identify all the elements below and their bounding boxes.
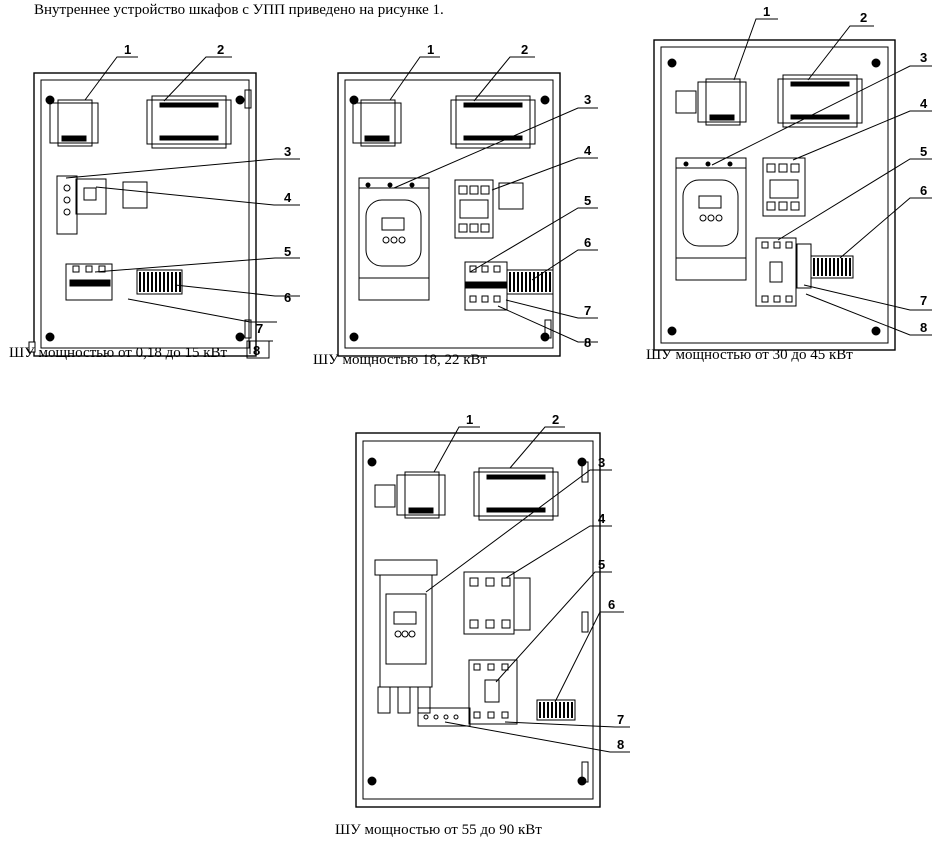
callout-4: 4 [598, 511, 606, 526]
component-relay-module [473, 467, 559, 521]
component-box [498, 182, 524, 210]
component-breaker [468, 659, 518, 725]
callout-4: 4 [584, 143, 592, 158]
callout-8: 8 [584, 335, 591, 350]
component-controller [49, 99, 99, 147]
component-breaker [755, 237, 812, 307]
callout-7: 7 [617, 712, 624, 727]
callout-4: 4 [284, 190, 292, 205]
component-terminal-block [506, 269, 554, 295]
callout-5: 5 [284, 244, 291, 259]
callout-3: 3 [920, 50, 927, 65]
caption-cabinet-a: ШУ мощностью от 0,18 до 15 кВт [9, 345, 228, 361]
callout-6: 6 [920, 183, 927, 198]
callout-1: 1 [763, 4, 770, 19]
callout-3: 3 [584, 92, 591, 107]
component-soft-starter [358, 177, 430, 301]
callout-1: 1 [427, 42, 434, 57]
callout-6: 6 [584, 235, 591, 250]
callout-6: 6 [608, 597, 615, 612]
callout-3: 3 [284, 144, 291, 159]
callout-1: 1 [124, 42, 131, 57]
component-terminal-block [136, 269, 183, 295]
component-busbar [417, 707, 471, 727]
callout-5: 5 [584, 193, 591, 208]
cabinet-d: 1 2 3 4 5 6 7 8 [355, 412, 630, 808]
callout-5: 5 [920, 144, 927, 159]
callout-4: 4 [920, 96, 928, 111]
callout-7: 7 [920, 293, 927, 308]
callout-2: 2 [217, 42, 224, 57]
component-soft-starter [374, 559, 438, 714]
callout-5: 5 [598, 557, 605, 572]
callout-7: 7 [584, 303, 591, 318]
component-soft-starter [675, 157, 747, 281]
intro-text: Внутреннее устройство шкафов с УПП приве… [34, 2, 444, 18]
component-controller [675, 78, 747, 126]
callout-2: 2 [521, 42, 528, 57]
component-relay-module [450, 95, 536, 149]
component-relay-module [777, 74, 863, 128]
callout-3: 3 [598, 455, 605, 470]
component-controller [352, 99, 402, 147]
callout-8: 8 [920, 320, 927, 335]
component-terminal-block [536, 699, 576, 721]
component-terminal-block [810, 255, 854, 279]
component-breaker [464, 261, 508, 311]
caption-cabinet-b: ШУ мощностью 18, 22 кВт [313, 352, 488, 368]
cabinet-a: 1 2 3 4 5 6 7 8 [28, 42, 300, 359]
caption-cabinet-d: ШУ мощностью от 55 до 90 кВт [335, 822, 542, 838]
cabinet-b: 1 2 3 4 5 6 7 8 [337, 42, 598, 357]
callout-6: 6 [284, 290, 291, 305]
caption-cabinet-c: ШУ мощностью от 30 до 45 кВт [646, 347, 853, 363]
callout-8: 8 [253, 343, 260, 358]
component-contactor [454, 179, 494, 239]
component-relay-module [146, 95, 232, 149]
component-controller [374, 471, 446, 519]
component-box [122, 181, 148, 209]
component-contactor [762, 157, 806, 217]
callout-2: 2 [552, 412, 559, 427]
callout-7: 7 [256, 321, 263, 336]
component-soft-starter [56, 175, 107, 235]
cabinet-c: 1 2 3 4 5 6 7 8 [653, 4, 932, 351]
callout-8: 8 [617, 737, 624, 752]
callout-1: 1 [466, 412, 473, 427]
component-contactor [463, 571, 531, 635]
component-breaker [65, 263, 113, 301]
callout-2: 2 [860, 10, 867, 25]
